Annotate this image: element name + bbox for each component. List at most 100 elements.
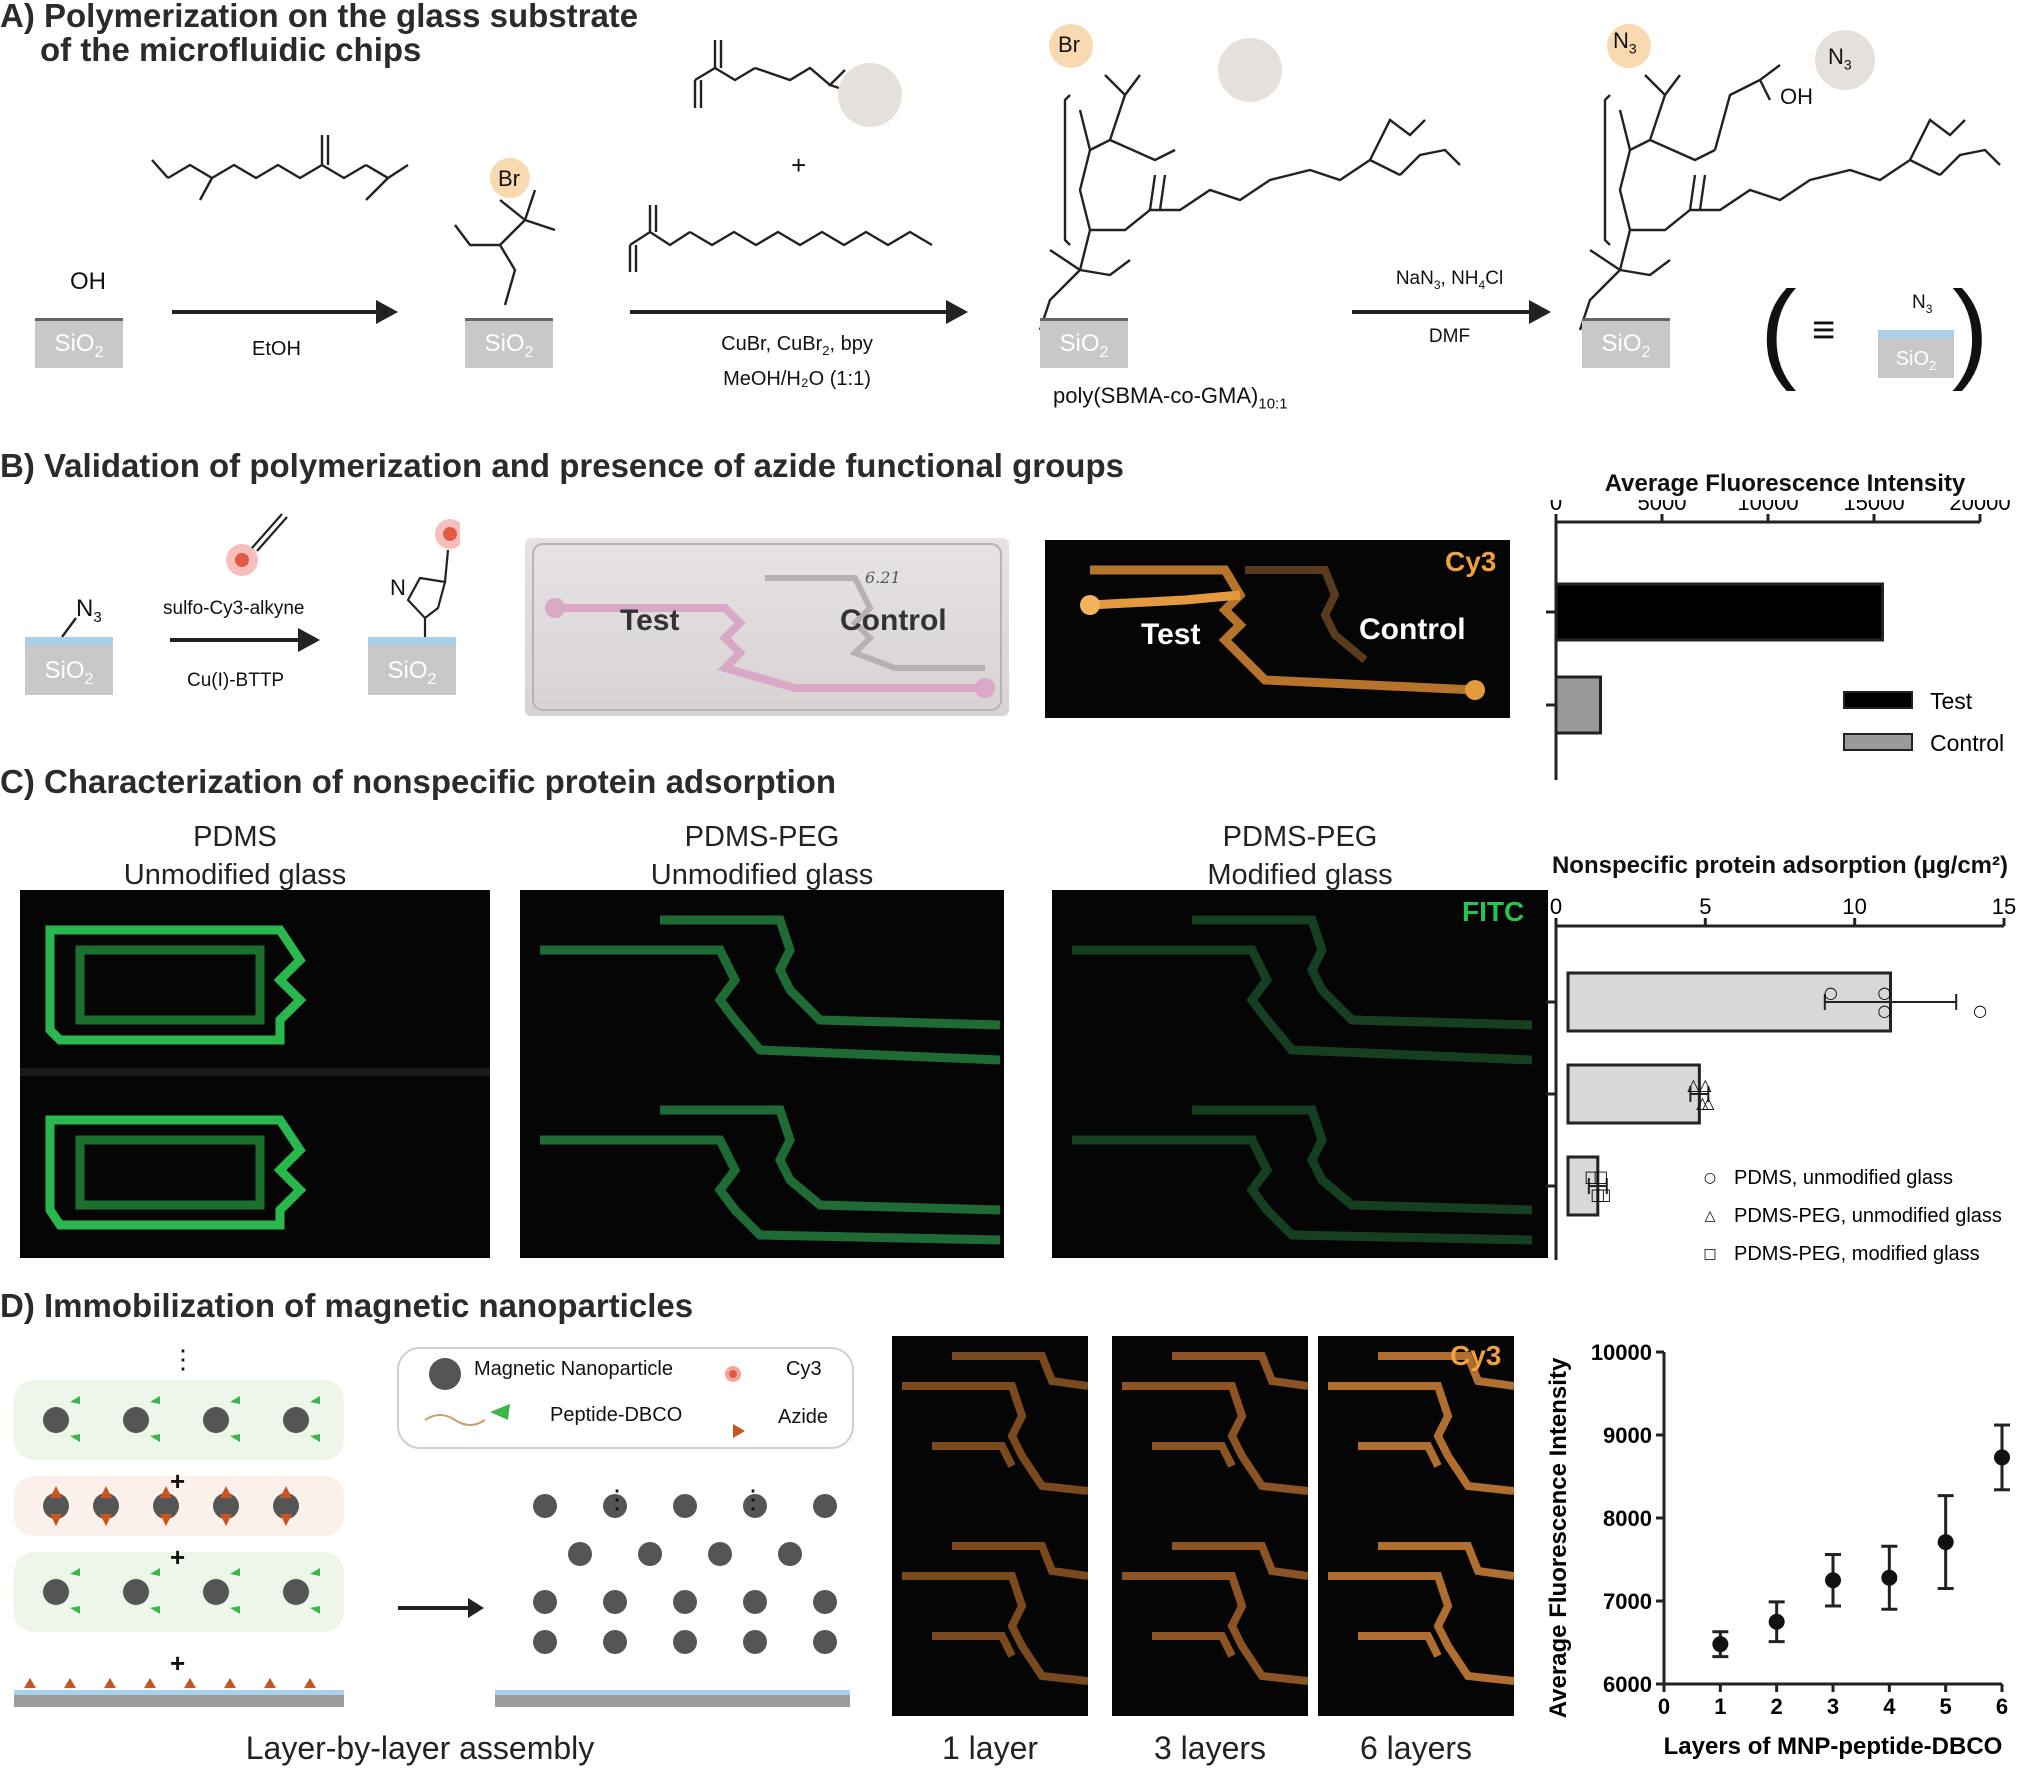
reaction-arrow-1 bbox=[172, 300, 398, 324]
chart-b-bar bbox=[1554, 675, 1603, 735]
chart-d-point bbox=[1712, 1636, 1729, 1653]
chart-c-x-tick-label: 10 bbox=[1842, 894, 1866, 919]
chart-c-x-tick-label: 15 bbox=[1992, 894, 2016, 919]
chart-c-point: △ bbox=[1696, 1093, 1709, 1112]
legend-cy3: Cy3 bbox=[786, 1358, 822, 1380]
chart-b-title: Average Fluorescence Intensity bbox=[1604, 470, 1966, 497]
step2-reagents: CuBr, CuBr2, bpy MeOH/H₂O (1:1) bbox=[721, 333, 873, 390]
chart-c-point: ○ bbox=[1878, 1001, 1892, 1020]
photo-mark: 6.21 bbox=[865, 568, 901, 587]
sio2-azide-substrate: SiO2 bbox=[1878, 330, 1954, 378]
chart-d-x-tick-label: 4 bbox=[1883, 1694, 1896, 1719]
plus-a: + bbox=[791, 150, 807, 180]
chart-c-point: □ bbox=[1596, 1185, 1611, 1204]
plus-d3: + bbox=[170, 1648, 186, 1678]
chart-d-x-tick-label: 0 bbox=[1658, 1694, 1670, 1719]
legend-azide: Azide bbox=[778, 1406, 829, 1428]
reaction-arrow-3 bbox=[1352, 300, 1551, 324]
plus-d2: + bbox=[170, 1542, 186, 1572]
chip-photo: Test Control 6.21 bbox=[525, 538, 1009, 716]
panel-b-title: B) Validation of polymerization and pres… bbox=[0, 447, 1124, 484]
sio2-substrate-1: SiO2 bbox=[35, 318, 123, 368]
chart-c-legend-marker: ○ bbox=[1704, 1170, 1716, 1186]
plus-d1: + bbox=[170, 1466, 186, 1496]
chart-c-point: □ bbox=[1590, 1185, 1605, 1204]
chart-b-x-tick-label: 0 bbox=[1550, 500, 1562, 515]
panel-b-scheme bbox=[61, 513, 460, 642]
panel-d-title: D) Immobilization of magnetic nanopartic… bbox=[0, 1287, 694, 1324]
chart-d-point bbox=[1937, 1534, 1954, 1551]
n3-label-b1: N3 bbox=[76, 595, 102, 626]
chart-d-y-label: Average Fluorescence Intensity bbox=[1545, 1357, 1572, 1718]
chart-c-point: △ bbox=[1702, 1093, 1715, 1112]
sio2-azide-b1: SiO2 bbox=[25, 637, 113, 695]
chart-c-point: △ bbox=[1699, 1075, 1712, 1094]
chart-b-x-tick-label: 5000 bbox=[1638, 500, 1687, 515]
right-paren: ) bbox=[1952, 269, 1989, 392]
reagent-cu-bttp: Cu(I)-BTTP bbox=[187, 670, 285, 691]
chart-d-x-label: Layers of MNP-peptide-DBCO bbox=[1664, 1733, 2003, 1760]
reagent-cy3-alkyne: sulfo-Cy3-alkyne bbox=[163, 598, 305, 619]
fitc-image-pdms bbox=[20, 890, 490, 1258]
chart-c-x-tick-label: 0 bbox=[1550, 894, 1562, 919]
dots-right-2: ⋮ bbox=[740, 1484, 766, 1514]
chart-c-legend-marker: △ bbox=[1705, 1208, 1716, 1224]
chart-c-point: □ bbox=[1593, 1167, 1608, 1186]
cy3-label-d: Cy3 bbox=[1450, 1340, 1502, 1371]
chart-d-point bbox=[1768, 1613, 1785, 1630]
oh-label-polymer: OH bbox=[1780, 84, 1813, 109]
n-label-triazole: N bbox=[390, 575, 406, 600]
n3-label-polymer: N3 bbox=[1613, 28, 1637, 57]
chart-b-x-tick-label: 15000 bbox=[1843, 500, 1904, 515]
step3-reagent-line1: NaN3, NH4Cl bbox=[1395, 268, 1504, 292]
chart-d-y-tick-label: 10000 bbox=[1591, 1340, 1652, 1365]
fitc-label: FITC bbox=[1462, 896, 1525, 927]
cy3-image-3-layers bbox=[1112, 1336, 1308, 1716]
panel-c-title: C) Characterization of nonspecific prote… bbox=[0, 763, 837, 800]
step1-reagent: EtOH bbox=[252, 338, 301, 360]
polymer-name: poly(SBMA-co-GMA)10:1 bbox=[1053, 383, 1288, 413]
legend-peptide: Peptide-DBCO bbox=[550, 1404, 683, 1426]
chart-d-y-tick-label: 6000 bbox=[1603, 1672, 1652, 1697]
br-label-polymer: Br bbox=[1058, 32, 1080, 57]
n3-label-legend: N3 bbox=[1912, 292, 1933, 316]
panel-a-title-line2: of the microfluidic chips bbox=[40, 31, 422, 68]
chart-b-legend-label: Test bbox=[1930, 688, 1973, 714]
chart-d-x-tick-label: 2 bbox=[1771, 1694, 1783, 1719]
fluor-test-label: Test bbox=[1141, 618, 1201, 651]
cy3-image-6-layers: Cy3 bbox=[1318, 1336, 1514, 1716]
chart-c-point: ○ bbox=[1973, 1001, 1987, 1020]
chart-c-point: ○ bbox=[1824, 983, 1838, 1002]
photo-control-label: Control bbox=[840, 604, 947, 637]
chart-c-legend-label: PDMS-PEG, modified glass bbox=[1734, 1243, 1980, 1265]
caption-3-layers: 3 layers bbox=[1153, 1730, 1267, 1766]
caption-1-layer: 1 layer bbox=[941, 1730, 1039, 1766]
reaction-arrow-b bbox=[170, 628, 320, 652]
chart-b-legend-swatch bbox=[1843, 733, 1913, 751]
chart-d-point bbox=[1825, 1572, 1841, 1589]
sio2-substrate-3: SiO2 bbox=[1040, 318, 1128, 368]
chart-c-legend-label: PDMS, unmodified glass bbox=[1734, 1167, 1953, 1189]
chart-b-x-tick-label: 10000 bbox=[1737, 500, 1798, 515]
panel-a-title-line1: A) Polymerization on the glass substrate bbox=[0, 0, 639, 34]
chart-d-y-tick-label: 8000 bbox=[1603, 1506, 1652, 1531]
fluor-control-label: Control bbox=[1359, 613, 1466, 646]
chart-c-point: ○ bbox=[1878, 983, 1892, 1002]
oh-label: OH bbox=[70, 268, 106, 295]
chart-b-legend-label: Control bbox=[1930, 730, 2004, 756]
cy3-fluorescence-image: Test Control Cy3 bbox=[1045, 540, 1510, 718]
chart-c-point: □ bbox=[1584, 1167, 1599, 1186]
step3-reagent-line2: DMF bbox=[1428, 326, 1471, 347]
chart-c-point: △ bbox=[1687, 1075, 1700, 1094]
sio2-substrate-4: SiO2 bbox=[1582, 318, 1670, 368]
chart-c-bar bbox=[1566, 1063, 1701, 1125]
lbl-assembly-scheme bbox=[14, 1347, 854, 1707]
caption-6-layers: 6 layers bbox=[1359, 1730, 1473, 1766]
br-label: Br bbox=[498, 166, 520, 191]
chart-d-y-tick-label: 7000 bbox=[1603, 1589, 1652, 1614]
fitc-image-pdms-peg-unmodified bbox=[520, 890, 1004, 1258]
